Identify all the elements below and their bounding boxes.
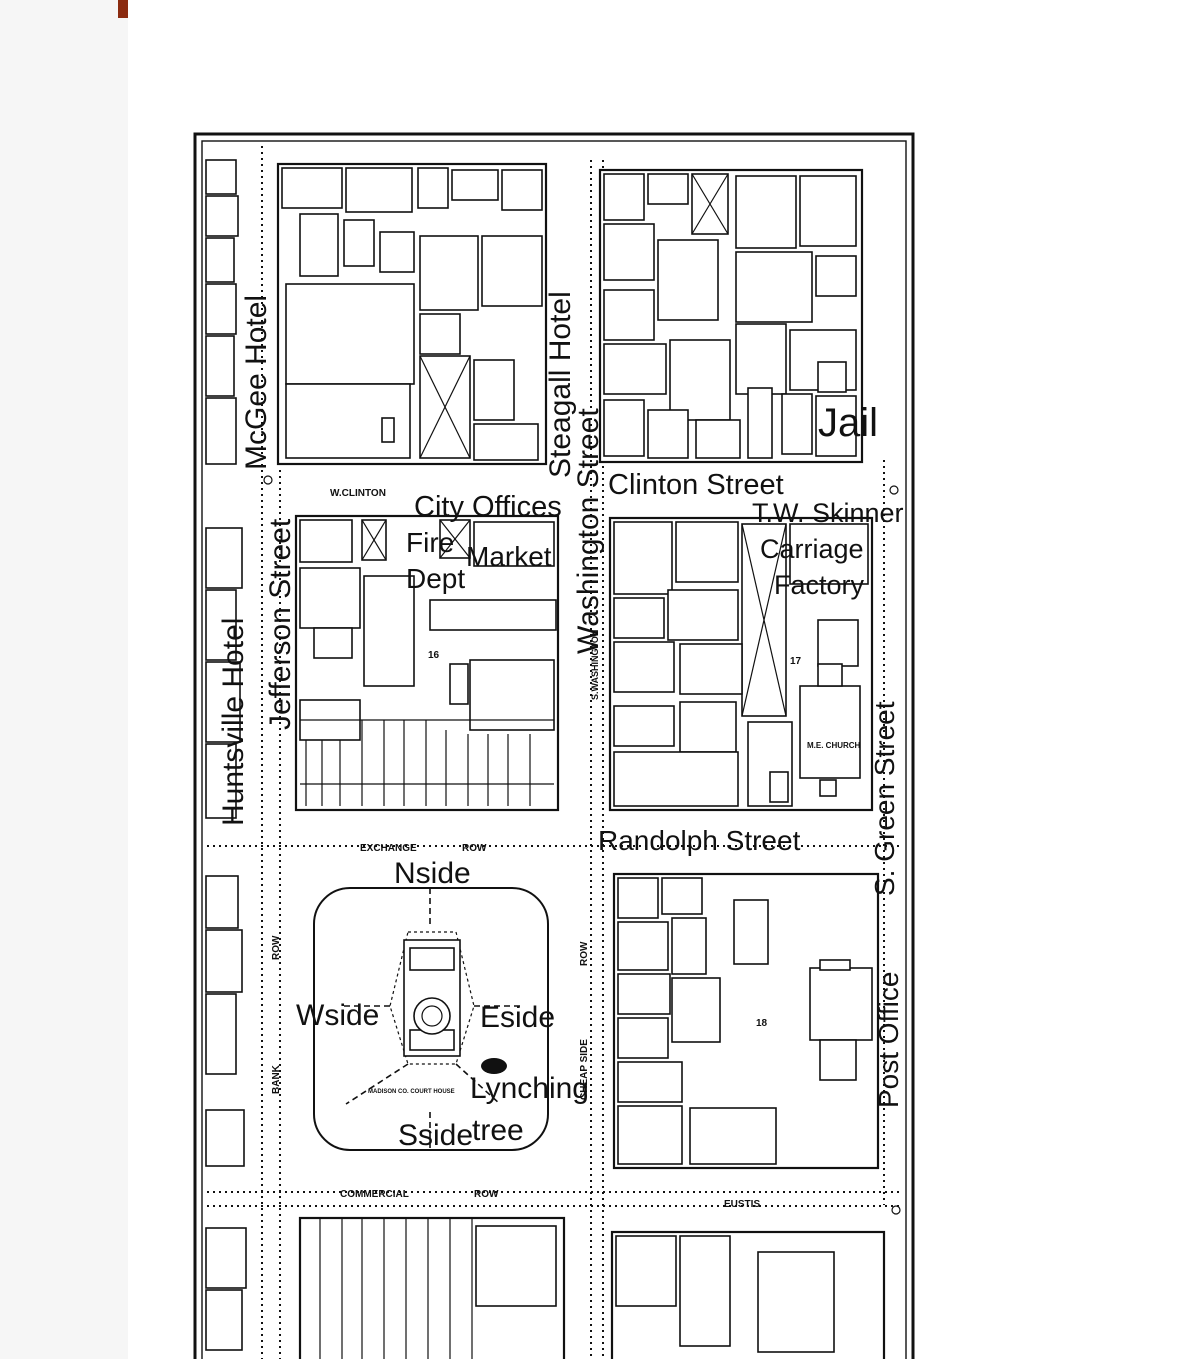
printed-bank-row: BANK — [271, 1064, 282, 1094]
block-southeast-17: 17 M.E. CHURCH — [608, 516, 874, 812]
courthouse-square: MADISON CO. COURT HOUSE — [313, 887, 549, 1151]
block-number-18: 18 — [756, 1018, 768, 1029]
printed-exchange-row: EXCHANGE — [360, 843, 417, 854]
block-northwest — [276, 162, 548, 466]
map-frame — [193, 132, 915, 1359]
skinner-label-line3: Factory — [774, 570, 865, 600]
eside-label: Eside — [480, 1001, 555, 1034]
printed-s-washington: S.WASHINGTON — [590, 630, 600, 700]
sside-label: Sside — [398, 1119, 473, 1152]
printed-eustis: EUSTIS — [724, 1199, 760, 1210]
block-post-office-18: 18 — [612, 872, 880, 1170]
washington-street-label: Washington Street — [572, 408, 605, 654]
lynching-tree-marker-icon — [481, 1058, 507, 1074]
skinner-label-line2: Carriage — [760, 534, 864, 564]
me-church-label: M.E. CHURCH — [807, 741, 861, 750]
block-number-17: 17 — [790, 656, 802, 667]
printed-w-clinton: W.CLINTON — [330, 488, 386, 499]
block-southwest-16: 16 — [294, 514, 560, 812]
clinton-street-label: Clinton Street — [608, 469, 784, 501]
nside-label: Nside — [394, 857, 471, 890]
mcgee-hotel-label: McGee Hotel — [240, 295, 273, 470]
lynching-label-line1: Lynching — [470, 1072, 589, 1105]
block-south-eustis — [610, 1230, 886, 1359]
fire-dept-label-line2: Dept — [406, 563, 465, 594]
page-edge-shadow — [0, 0, 128, 1359]
green-street-label: S. Green Street — [869, 701, 900, 896]
city-offices-label: City Offices — [414, 491, 562, 523]
printed-exchange-row-2: ROW — [462, 843, 487, 854]
post-office-label: Post Office — [873, 972, 904, 1108]
steagall-hotel-label: Steagall Hotel — [544, 291, 577, 478]
west-strip-buildings — [205, 159, 247, 1351]
printed-commercial-row-2: ROW — [474, 1189, 499, 1200]
printed-commercial-row: COMMERCIAL — [340, 1189, 409, 1200]
courthouse-label: MADISON CO. COURT HOUSE — [368, 1089, 455, 1095]
block-northeast — [598, 168, 864, 464]
printed-bank-row-2: ROW — [271, 935, 282, 960]
lynching-label-line2: tree — [472, 1114, 524, 1147]
block-south-commercial — [298, 1216, 566, 1359]
printed-cheap-side-row: CHEAP SIDE — [579, 1039, 590, 1100]
randolph-street-label: Randolph Street — [598, 825, 801, 856]
fire-dept-label-line1: Fire — [406, 527, 454, 558]
corner-mark — [118, 0, 128, 18]
market-label: Market — [466, 541, 552, 572]
huntsville-hotel-label: Huntsville Hotel — [217, 618, 250, 826]
fountain-icon — [413, 997, 451, 1035]
jail-label: Jail — [818, 401, 878, 445]
jefferson-street-label: Jefferson Street — [264, 518, 297, 730]
wside-label: Wside — [296, 999, 379, 1032]
skinner-label-line1: T.W. Skinner — [752, 498, 904, 528]
printed-cheap-side-row-2: ROW — [579, 941, 590, 966]
block-number-16: 16 — [428, 650, 440, 661]
hydrant-icon — [263, 475, 901, 1215]
